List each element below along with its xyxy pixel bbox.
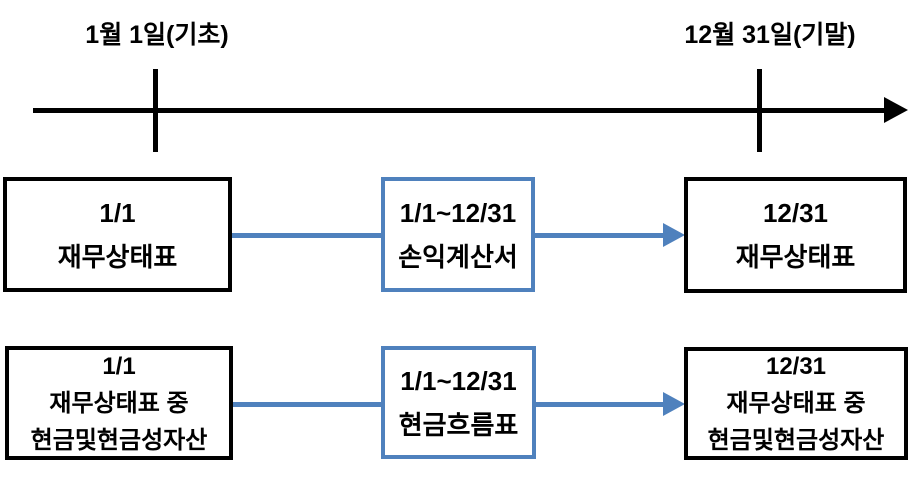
- connector-r2-left-to-mid: [231, 402, 383, 407]
- box-income-statement: 1/1~12/31 손익계산서: [381, 177, 535, 292]
- box-line: 12/31: [765, 353, 827, 380]
- box-line: 재무상태표: [57, 241, 178, 272]
- box-line: 재무상태표: [735, 242, 856, 272]
- box-line: 재무상태표 중: [726, 390, 866, 417]
- box-line: 1/1~12/31: [399, 197, 517, 228]
- timeline-end-label: 12월 31일(기말): [684, 21, 856, 49]
- box-line: 현금및현금성자산: [30, 426, 208, 454]
- arrowhead-r1-icon: [663, 223, 685, 247]
- timeline-arrowhead-icon: [884, 97, 908, 123]
- box-line: 12/31: [762, 198, 829, 228]
- connector-r1-mid-to-right: [533, 233, 665, 238]
- timeline-start-label: 1월 1일(기초): [85, 21, 229, 49]
- box-beginning-cash-and-equivalents: 1/1 재무상태표 중 현금및현금성자산: [5, 346, 233, 460]
- box-line: 1/1: [102, 352, 136, 380]
- connector-r2-mid-to-right: [534, 402, 665, 407]
- timeline-axis-line: [33, 108, 886, 113]
- box-line: 1/1~12/31: [400, 365, 517, 396]
- box-beginning-balance-sheet: 1/1 재무상태표: [3, 177, 232, 292]
- box-line: 1/1: [99, 197, 136, 228]
- timeline-tick-end: [757, 69, 762, 152]
- box-line: 현금흐름표: [398, 409, 519, 440]
- connector-r1-left-to-mid: [230, 233, 383, 238]
- box-line: 현금및현금성자산: [707, 427, 885, 454]
- box-ending-cash-and-equivalents: 12/31 재무상태표 중 현금및현금성자산: [684, 347, 908, 460]
- box-cash-flow-statement: 1/1~12/31 현금흐름표: [381, 346, 536, 459]
- arrowhead-r2-icon: [663, 392, 685, 416]
- box-line: 손익계산서: [398, 241, 518, 272]
- box-line: 재무상태표 중: [49, 389, 189, 417]
- box-ending-balance-sheet: 12/31 재무상태표: [684, 177, 907, 293]
- timeline-tick-start: [153, 69, 158, 152]
